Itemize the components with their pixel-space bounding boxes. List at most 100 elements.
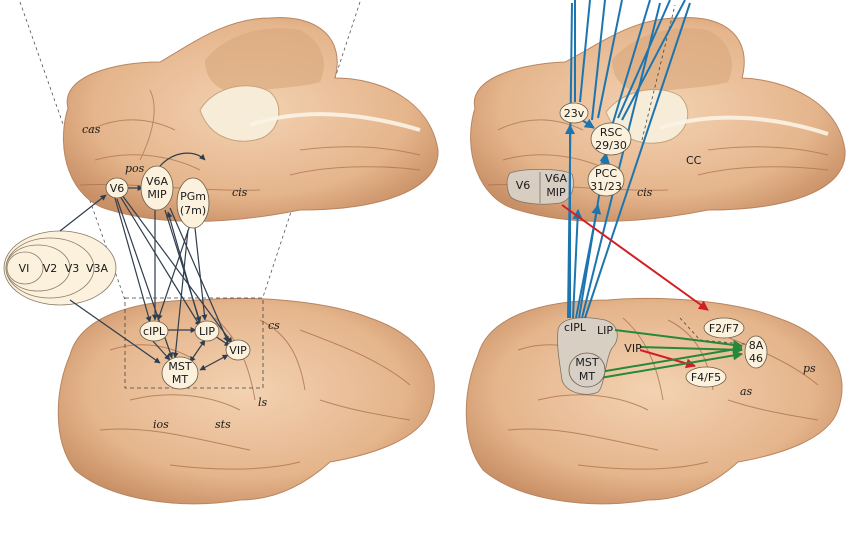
sulcus-ls: ls xyxy=(258,396,268,409)
right-medial-brain xyxy=(470,4,846,222)
right-lateral-brain xyxy=(465,297,843,505)
connection-arrow xyxy=(614,329,743,350)
connection-arrow xyxy=(600,154,611,166)
connection-arrow xyxy=(597,0,623,119)
node-vip: VIP xyxy=(225,339,251,361)
sulcus-cis-right: cis xyxy=(637,186,653,199)
v1-ellipse xyxy=(6,251,44,285)
connection-arrow xyxy=(199,354,229,371)
sulcus-cs: cs xyxy=(268,319,280,332)
connection-arrow xyxy=(121,194,233,344)
node-v6: V6 xyxy=(105,177,129,199)
v6-right-label: V6 xyxy=(516,179,531,192)
connection-arrow xyxy=(639,344,743,355)
right-panel: 23v RSC 29/30 PCC 31/23 V6 V6A MIP cIPL … xyxy=(465,0,846,505)
cipl-label: cIPL xyxy=(143,325,166,338)
sulcus-pos: pos xyxy=(125,162,145,175)
connection-arrow xyxy=(599,347,743,373)
node-cipl: cIPL xyxy=(139,320,169,342)
connection-arrow xyxy=(599,350,743,379)
connection-arrow xyxy=(581,118,595,129)
connection-arrow xyxy=(617,0,671,119)
mt-label: MT xyxy=(172,373,188,386)
visual-areas-nest: VI V2 V3 V3A xyxy=(3,230,117,306)
pgm-7m-label: (7m) xyxy=(180,204,206,217)
connection-arrow xyxy=(567,2,573,319)
mip-label: MIP xyxy=(147,188,167,201)
connection-arrow xyxy=(151,339,171,361)
connection-arrow xyxy=(114,197,152,323)
a46-label: 46 xyxy=(749,352,763,365)
f4f5-label: F4/F5 xyxy=(691,371,721,384)
connection-arrow xyxy=(172,229,189,359)
vip-right-label: VIP xyxy=(624,342,642,355)
sulcus-ios: ios xyxy=(153,418,169,431)
v3-label: V3 xyxy=(65,262,80,275)
mt-right-label: MT xyxy=(579,370,595,383)
connection-arrow xyxy=(561,204,709,311)
label-cc: CC xyxy=(686,154,702,167)
sulcus-cas: cas xyxy=(82,123,101,136)
pcc-label: PCC xyxy=(595,167,617,180)
a8-label: 8A xyxy=(749,339,764,352)
connection-arrow xyxy=(119,195,201,327)
f2f7-label: F2/F7 xyxy=(709,322,739,335)
node-vip-right: VIP xyxy=(624,342,642,355)
node-v6a-mip-right: V6A MIP xyxy=(539,172,568,203)
lip-right-label: LIP xyxy=(597,324,613,337)
pgm-label: PGm xyxy=(180,190,206,203)
node-8a-46: 8A 46 xyxy=(744,335,768,369)
region-box xyxy=(124,297,264,389)
node-rsc: RSC 29/30 xyxy=(590,122,632,156)
mst-label: MST xyxy=(168,360,191,373)
v6a-label: V6A xyxy=(146,175,169,188)
connection-arrow xyxy=(621,0,686,121)
left-connections xyxy=(59,152,233,371)
connection-arrow xyxy=(59,194,107,232)
connection-arrow xyxy=(189,339,206,363)
connection-arrow xyxy=(611,0,651,127)
connection-arrow xyxy=(581,2,661,319)
node-pcc: PCC 31/23 xyxy=(587,163,625,197)
v6a-right-label: V6A xyxy=(545,172,568,185)
node-pgm: PGm (7m) xyxy=(176,177,210,229)
v2-label: V2 xyxy=(43,262,58,275)
node-lip-right: LIP xyxy=(597,324,613,337)
mip-right-label: MIP xyxy=(546,186,566,199)
v1-label: VI xyxy=(19,262,30,275)
connection-arrow xyxy=(579,0,591,103)
node-23v: 23v xyxy=(559,102,589,124)
n23v-label: 23v xyxy=(564,107,585,120)
node-cipl-right: cIPL xyxy=(564,321,587,334)
connection-arrow xyxy=(169,207,229,343)
boundary-line xyxy=(679,317,701,341)
connection-arrow xyxy=(591,0,606,121)
v3a-label: V3A xyxy=(86,262,109,275)
connection-arrow xyxy=(69,299,161,364)
connection-arrow xyxy=(214,335,231,347)
left-panel: VI V2 V3 V3A xyxy=(3,1,439,505)
rsc-label: RSC xyxy=(600,126,623,139)
rsc-2930-label: 29/30 xyxy=(595,139,627,152)
connection-arrow xyxy=(584,2,691,319)
sulcus-ps: ps xyxy=(803,362,816,375)
node-v6-right: V6 xyxy=(516,179,531,192)
connection-arrow xyxy=(194,227,208,321)
node-f2f7: F2/F7 xyxy=(703,317,745,339)
v6-label: V6 xyxy=(110,182,125,195)
connection-arrow xyxy=(572,209,583,319)
connection-arrow xyxy=(156,224,191,321)
node-f4f5: F4/F5 xyxy=(685,366,727,388)
node-v6a-mip: V6A MIP xyxy=(140,165,174,211)
sulcus-cis: cis xyxy=(232,186,248,199)
pcc-3123-label: 31/23 xyxy=(590,180,622,193)
node-mst-mt-right: MST MT xyxy=(568,352,606,388)
connection-arrow xyxy=(159,152,206,167)
mst-right-label: MST xyxy=(575,356,598,369)
cipl-right-label: cIPL xyxy=(564,321,587,334)
sulcus-sts: sts xyxy=(215,418,231,431)
right-green-connections xyxy=(599,329,743,379)
node-mst-mt: MST MT xyxy=(161,356,199,390)
